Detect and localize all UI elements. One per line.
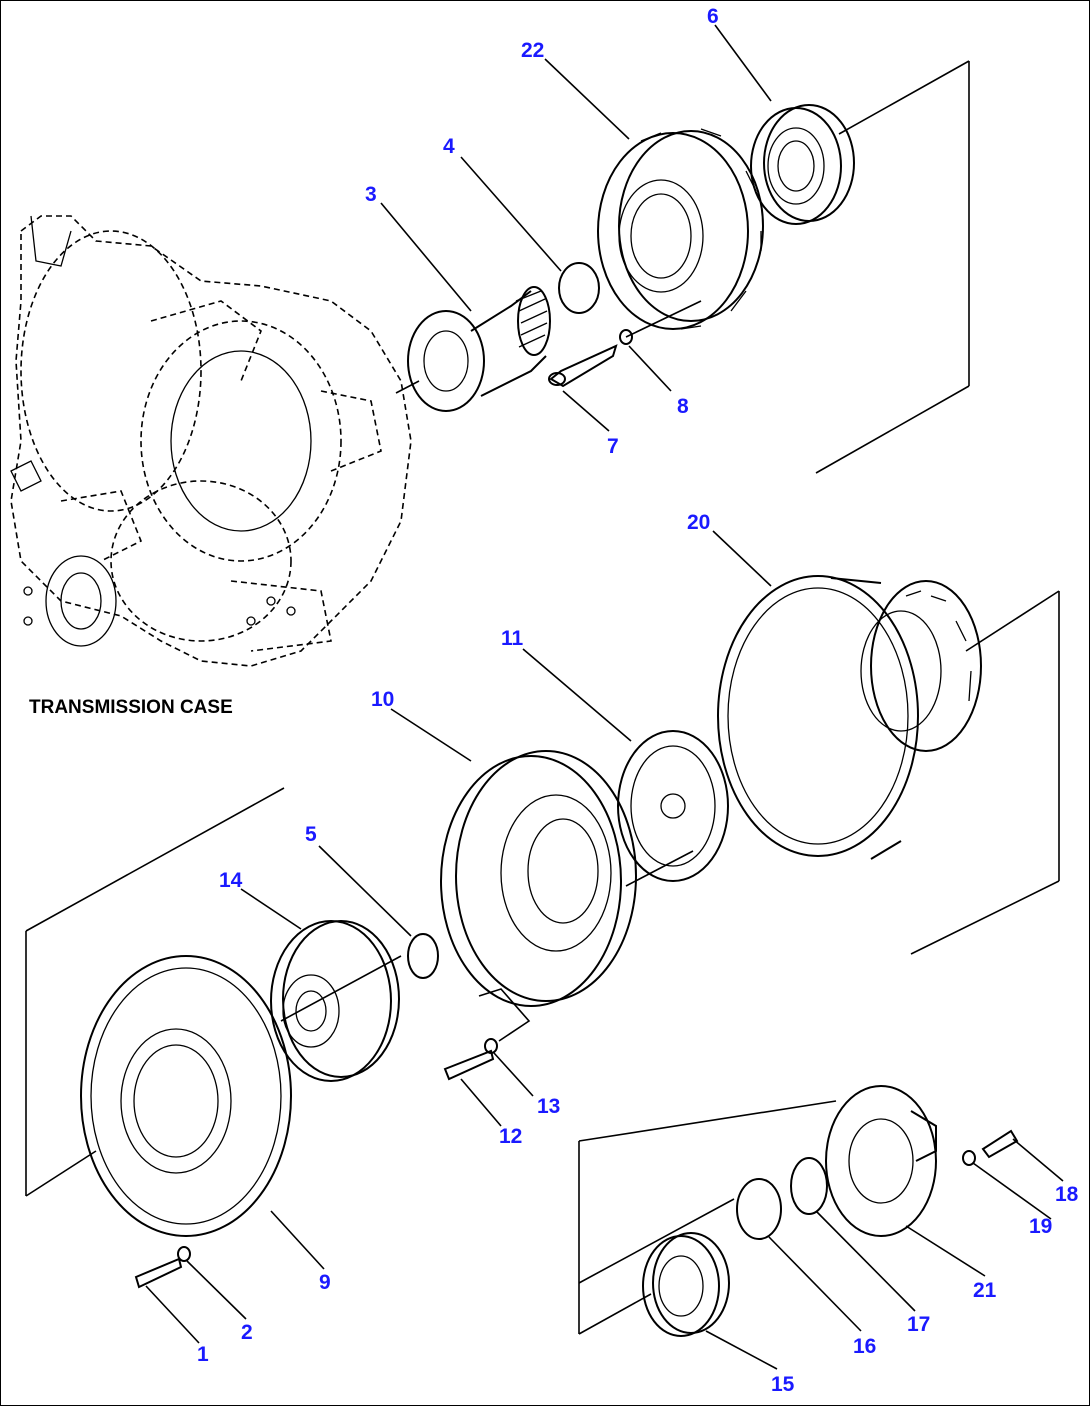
part-4-snap-ring bbox=[558, 262, 600, 314]
callout-5: 5 bbox=[305, 823, 317, 846]
transmission-case-drawing bbox=[10, 215, 412, 667]
callout-12: 12 bbox=[499, 1125, 522, 1148]
callout-9: 9 bbox=[319, 1271, 331, 1294]
callout-2: 2 bbox=[241, 1321, 253, 1344]
callout-6: 6 bbox=[707, 5, 719, 28]
callout-15: 15 bbox=[771, 1373, 795, 1396]
part-17-snap-ring bbox=[790, 1157, 828, 1215]
part-20-housing bbox=[717, 575, 982, 860]
part-14-turbine bbox=[270, 920, 400, 1082]
part-11-plate bbox=[617, 730, 729, 882]
part-16-ring bbox=[736, 1178, 782, 1240]
callout-3: 3 bbox=[365, 183, 377, 206]
part-18-bolt bbox=[981, 1129, 1019, 1159]
callout-14: 14 bbox=[219, 869, 243, 892]
callout-1: 1 bbox=[197, 1343, 209, 1366]
part-15-bearing bbox=[642, 1232, 730, 1337]
callout-8: 8 bbox=[677, 395, 689, 418]
part-6-bearing bbox=[750, 104, 855, 225]
callout-20: 20 bbox=[687, 511, 710, 534]
part-21-cover bbox=[825, 1085, 937, 1237]
callout-10: 10 bbox=[371, 688, 394, 711]
part-5-snap-ring bbox=[407, 933, 439, 979]
part-22-gear bbox=[597, 128, 764, 330]
part-19-washer bbox=[962, 1150, 976, 1166]
callout-13: 13 bbox=[537, 1095, 560, 1118]
callout-4: 4 bbox=[443, 135, 455, 158]
callout-18: 18 bbox=[1055, 1183, 1079, 1206]
callout-22: 22 bbox=[521, 39, 544, 62]
part-8-washer bbox=[619, 329, 633, 345]
part-12-bolt bbox=[443, 1049, 495, 1081]
callout-21: 21 bbox=[973, 1279, 997, 1302]
part-13-washer bbox=[484, 1038, 498, 1054]
callout-16: 16 bbox=[853, 1335, 876, 1358]
callout-7: 7 bbox=[607, 435, 619, 458]
part-3-shaft bbox=[407, 286, 551, 412]
part-10-impeller bbox=[440, 750, 637, 1007]
callout-11: 11 bbox=[501, 627, 524, 650]
part-1-bolt bbox=[134, 1257, 183, 1289]
callout-17: 17 bbox=[907, 1313, 930, 1336]
part-7-bolt bbox=[548, 344, 618, 388]
part-2-washer bbox=[177, 1246, 191, 1262]
callout-19: 19 bbox=[1029, 1215, 1052, 1238]
transmission-case-label: TRANSMISSION CASE bbox=[29, 697, 233, 718]
part-9-cover bbox=[80, 955, 292, 1237]
callout-leaders bbox=[145, 24, 1064, 1370]
